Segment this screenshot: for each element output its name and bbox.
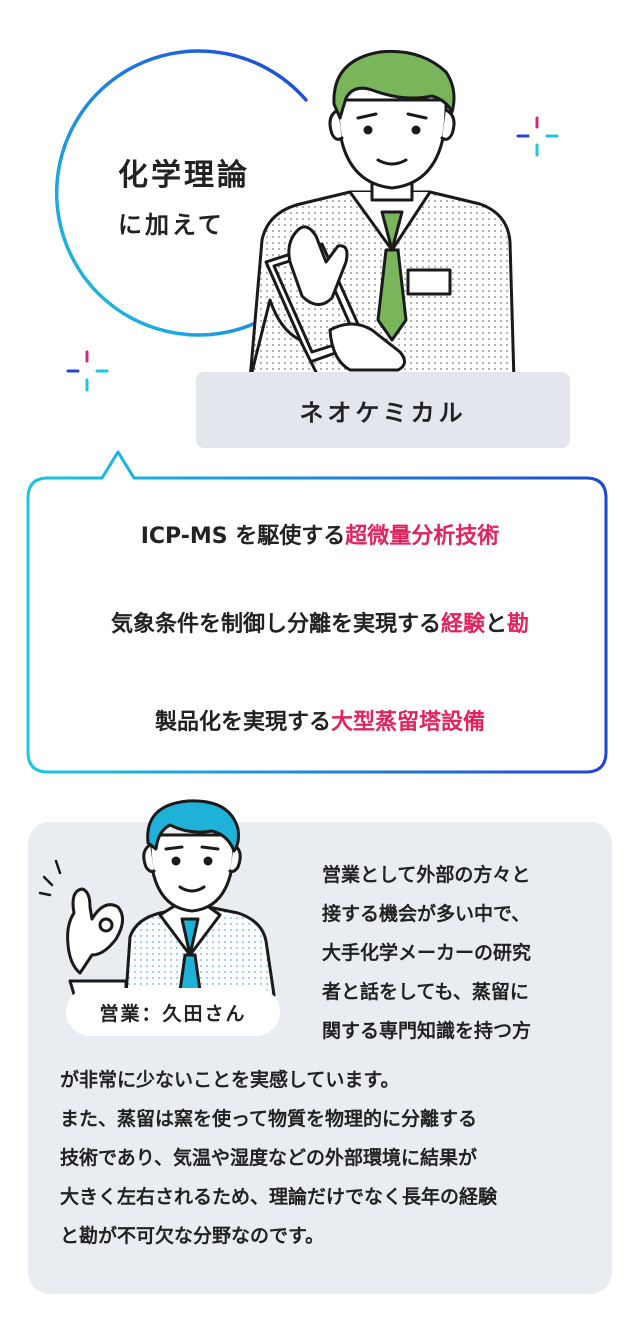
- feature-highlight: 勘: [507, 612, 530, 637]
- interview-card: [28, 822, 612, 1294]
- sparkle-icon: [516, 116, 559, 157]
- feature-item: 製品化を実現する大型蒸留塔設備: [154, 710, 486, 735]
- interview-line: 接する機会が多い中で、: [322, 903, 531, 925]
- speaker-badge: 営業：久田さん: [66, 988, 280, 1036]
- feature-highlight: 超微量分析技術: [345, 524, 500, 549]
- hero-subtitle: に加えて: [118, 211, 225, 239]
- interview-line: 者と話をしても、蒸留に: [322, 981, 529, 1003]
- feature-item: 気象条件を制御し分離を実現する経験と勘: [110, 612, 530, 637]
- feature-item: ICP-MS を駆使する超微量分析技術: [140, 524, 500, 549]
- interview-text-full: が非常に少ないことを実感しています。 また、蒸留は窯を使って物質を物理的に分離す…: [60, 1061, 600, 1256]
- company-name-tag: ネオケミカル: [196, 372, 570, 448]
- researcher-figure: [248, 49, 516, 382]
- bubble-outline: [26, 450, 608, 774]
- interview-line: 大きく左右されるため、理論だけでなく長年の経験: [60, 1186, 498, 1208]
- interview-text-right: 営業として外部の方々と 接する機会が多い中で、 大手化学メーカーの研究 者と話を…: [322, 856, 592, 1051]
- hero-illustration: [54, 49, 559, 392]
- hero-title: 化学理論: [118, 158, 250, 193]
- feature-highlight: 経験: [440, 612, 485, 637]
- interview-line: 営業として外部の方々と: [322, 864, 531, 886]
- interview-line: 関する専門知識を持つ方: [322, 1020, 532, 1042]
- interview-line: と勘が不可欠な分野なのです。: [60, 1225, 325, 1247]
- feature-bubble: [26, 450, 608, 774]
- interview-line: 大手化学メーカーの研究: [322, 942, 532, 964]
- interview-line: また、蒸留は窯を使って物質を物理的に分離する: [60, 1108, 478, 1130]
- sparkle-icon: [66, 350, 109, 392]
- decorative-arc: [54, 49, 308, 337]
- interview-line: が非常に少ないことを実感しています。: [60, 1069, 400, 1091]
- feature-highlight: 大型蒸留塔設備: [331, 710, 486, 735]
- interview-line: 技術であり、気温や湿度などの外部環境に結果が: [60, 1147, 478, 1169]
- sparkle-icon: [38, 859, 62, 897]
